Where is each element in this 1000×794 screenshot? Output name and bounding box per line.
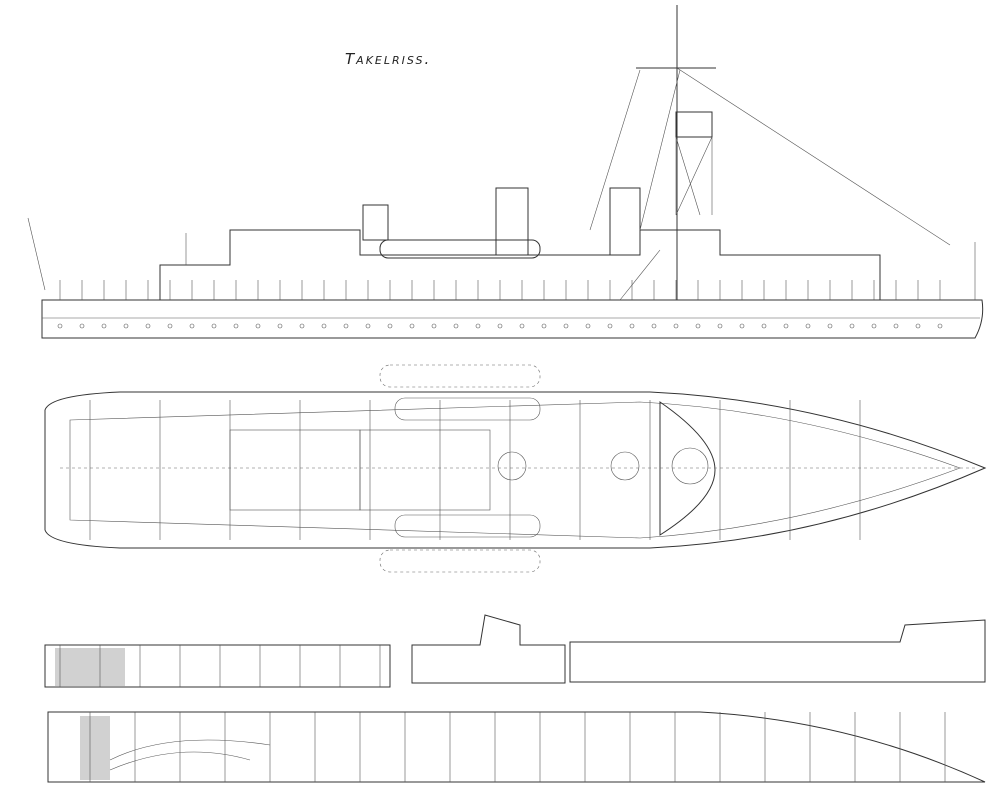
porthole (827, 323, 833, 329)
porthole (145, 323, 151, 329)
porthole (167, 323, 173, 329)
porthole (123, 323, 129, 329)
porthole (761, 323, 767, 329)
porthole (387, 323, 393, 329)
porthole (871, 323, 877, 329)
porthole (497, 323, 503, 329)
porthole (189, 323, 195, 329)
profile-view (27, 5, 984, 339)
porthole (651, 323, 657, 329)
porthole (277, 323, 283, 329)
porthole (629, 323, 635, 329)
porthole (255, 323, 261, 329)
porthole (607, 323, 613, 329)
porthole (431, 323, 437, 329)
porthole (915, 323, 921, 329)
porthole (299, 323, 305, 329)
porthole (233, 323, 239, 329)
porthole (585, 323, 591, 329)
porthole (101, 323, 107, 329)
porthole (805, 323, 811, 329)
porthole (409, 323, 415, 329)
porthole (519, 323, 525, 329)
porthole (57, 323, 63, 329)
porthole (783, 323, 789, 329)
porthole (563, 323, 569, 329)
porthole (673, 323, 679, 329)
porthole (893, 323, 899, 329)
lines-view (44, 614, 986, 783)
porthole (365, 323, 371, 329)
porthole (695, 323, 701, 329)
porthole (739, 323, 745, 329)
porthole (343, 323, 349, 329)
plan-view (44, 364, 987, 573)
porthole (849, 323, 855, 329)
porthole (717, 323, 723, 329)
porthole (937, 323, 943, 329)
porthole (79, 323, 85, 329)
drawing-title: Takelriss. (345, 50, 432, 68)
porthole (211, 323, 217, 329)
porthole (475, 323, 481, 329)
porthole (321, 323, 327, 329)
porthole (541, 323, 547, 329)
porthole (453, 323, 459, 329)
